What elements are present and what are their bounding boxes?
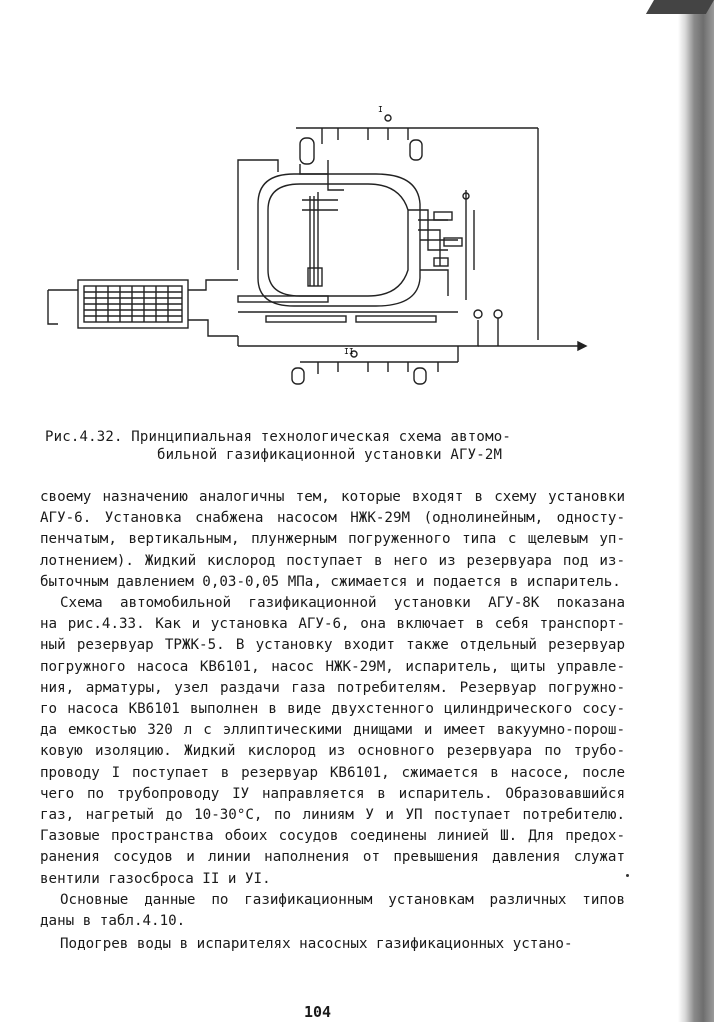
text-line: погружного насоса КВ6101, насос НЖК-29М,… — [40, 658, 625, 675]
text-line: чего по трубопроводу IУ направляется в и… — [40, 785, 625, 802]
page-corner — [645, 0, 714, 14]
text-line: пенчатым, вертикальным, плунжерным погру… — [40, 531, 625, 548]
page-edge-shadow — [645, 0, 714, 1022]
text-line: Газовые пространства обоих сосудов соеди… — [40, 828, 625, 845]
text-line: даны в табл.4.10. — [40, 913, 186, 930]
paragraph-3: Основные данные по газификационным устан… — [40, 890, 625, 932]
caption-line-1: Рис.4.32. Принципиальная технологическая… — [45, 429, 511, 445]
text-line: го насоса КВ6101 выполнен в виде двухсте… — [40, 701, 625, 718]
text-line: лотнением). Жидкий кислород поступает в … — [40, 552, 625, 569]
text-line: ранения сосудов и линии наполнения от пр… — [40, 849, 625, 866]
text-line: ный резервуар ТРЖК-5. В установку входит… — [40, 637, 625, 654]
text-line: Основные данные по газификационным устан… — [60, 891, 625, 908]
text-line: АГУ-6. Установка снабжена насосом НЖК-29… — [40, 510, 625, 527]
text-line: газ, нагретый до 10-30°С, по линиям У и … — [40, 807, 625, 824]
gasification-schematic: I II — [47, 105, 588, 385]
schematic-figure: I II — [38, 100, 598, 420]
text-line: ковую изоляцию. Жидкий кислород из основ… — [40, 743, 625, 760]
scan-speck — [626, 874, 629, 877]
text-line: на рис.4.33. Как и установка АГУ-6, она … — [40, 616, 625, 633]
text-line: Подогрев воды в испарителях насосных газ… — [60, 936, 573, 953]
text-line: своему назначению аналогичны тем, которы… — [40, 489, 625, 505]
body-text: своему назначению аналогичны тем, которы… — [40, 487, 625, 955]
text-line: проводу I поступает в резервуар КВ6101, … — [40, 764, 625, 781]
text-line: ния, арматуры, узел раздачи газа потреби… — [40, 679, 625, 696]
figure-label-ii: II — [344, 347, 354, 356]
paragraph-1: своему назначению аналогичны тем, которы… — [40, 487, 625, 593]
text-line: Схема автомобильной газификационной уста… — [60, 595, 625, 612]
paragraph-2: Схема автомобильной газификационной уста… — [40, 593, 625, 890]
page-number: 104 — [304, 1003, 332, 1021]
text-line: быточным давлением 0,03-0,05 МПа, сжимае… — [40, 573, 621, 590]
caption-line-2: бильной газификационной установки АГУ-2М — [157, 447, 503, 463]
figure-caption: Рис.4.32. Принципиальная технологическая… — [45, 428, 605, 464]
figure-label-i: I — [378, 105, 383, 114]
paragraph-4: Подогрев воды в испарителях насосных газ… — [40, 934, 625, 955]
text-line: вентили газосброса II и УI. — [40, 870, 271, 887]
text-line: да емкостью 320 л с эллиптическими днища… — [40, 722, 625, 739]
